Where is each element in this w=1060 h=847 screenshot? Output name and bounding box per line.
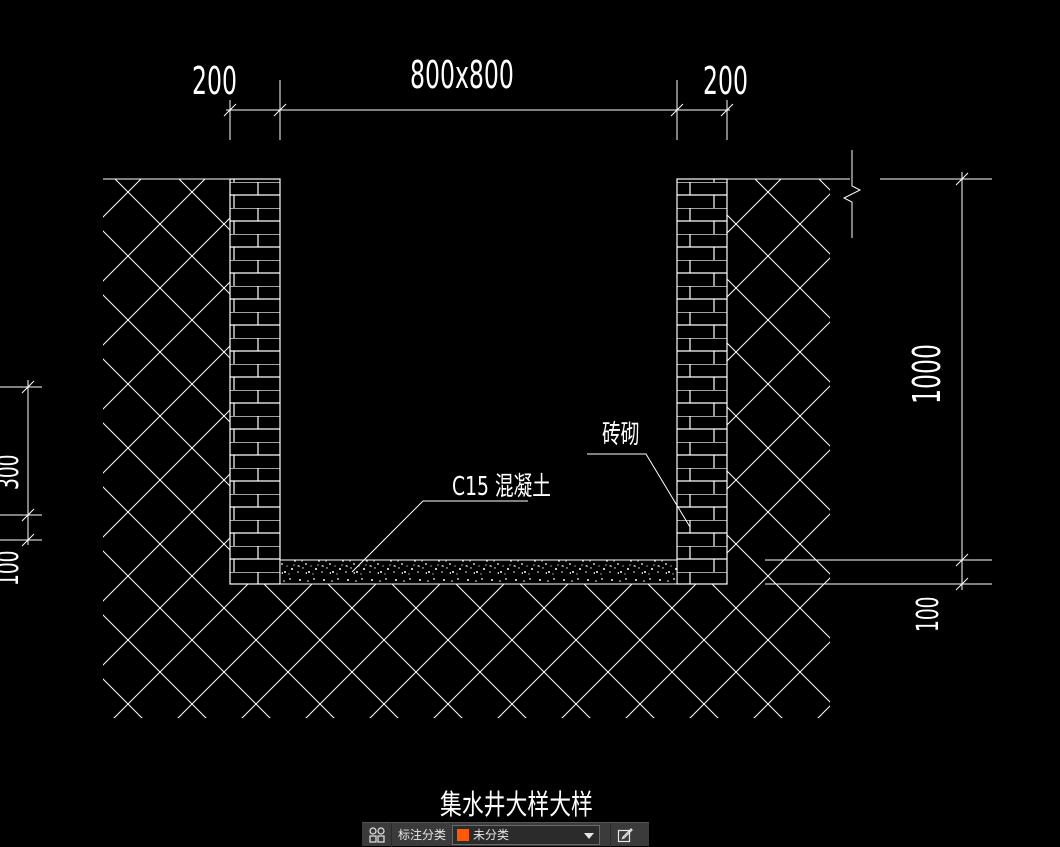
left-partial-dimension	[0, 380, 42, 547]
dim-left-partial-a: 100	[0, 550, 26, 586]
dim-right-base: 100	[911, 596, 946, 632]
right-brick-wall	[676, 178, 728, 585]
drawing-title: 集水井大样大样	[440, 788, 593, 821]
category-color-swatch	[457, 828, 470, 841]
left-brick-wall	[229, 178, 281, 585]
right-dimension	[765, 172, 992, 591]
break-mark	[842, 150, 862, 238]
grid-icon[interactable]	[362, 822, 392, 847]
dim-top-right: 200	[703, 59, 748, 103]
leader-concrete	[351, 500, 528, 573]
annotation-category-select[interactable]: 未分类	[452, 824, 601, 845]
leader-brick	[587, 453, 691, 528]
annotation-category-value: 未分类	[473, 828, 510, 842]
dim-top-center: 800x800	[410, 53, 514, 97]
concrete-base	[279, 559, 678, 585]
annotation-toolbar: 标注分类 未分类	[362, 822, 649, 847]
top-dimension	[223, 80, 734, 140]
annotation-category-label: 标注分类	[398, 828, 447, 842]
callout-brick: 砖砌	[602, 420, 640, 450]
dim-left-partial-b: 300	[0, 454, 26, 490]
edit-icon[interactable]	[610, 822, 639, 847]
callout-concrete: C15 混凝土	[452, 472, 552, 502]
dim-top-left: 200	[192, 59, 237, 103]
dim-right-height: 1000	[905, 344, 949, 404]
chevron-down-icon	[584, 832, 595, 839]
